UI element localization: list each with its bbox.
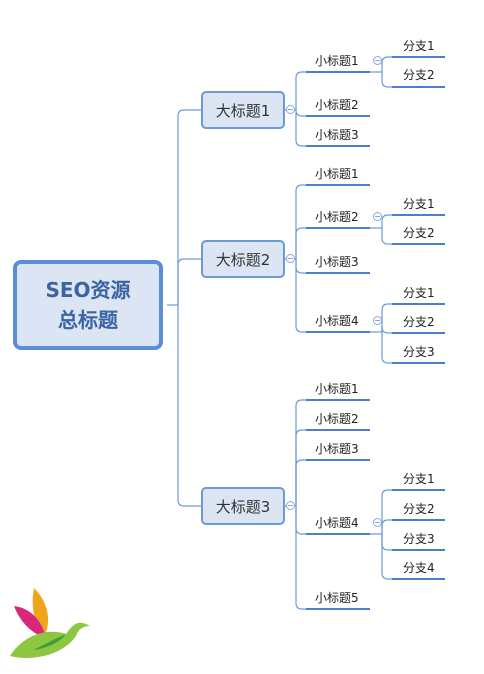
branch-3-4-2[interactable]: 分支2 xyxy=(403,502,435,516)
leaf-connector xyxy=(381,489,392,534)
subtopic-2-3[interactable]: 小标题3 xyxy=(315,255,359,269)
branch-1-1-1[interactable]: 分支1 xyxy=(403,39,435,53)
sub-connector xyxy=(295,459,306,506)
branch-2-4-2[interactable]: 分支2 xyxy=(403,315,435,329)
root-title-line1: SEO资源 xyxy=(45,278,131,302)
subtopic-2-2[interactable]: 小标题2 xyxy=(315,210,359,224)
main-connector xyxy=(177,305,201,507)
subtopic-3-2[interactable]: 小标题2 xyxy=(315,412,359,426)
subtopic-2-4[interactable]: 小标题4 xyxy=(315,314,359,328)
sub-connector xyxy=(295,259,306,333)
leaf-connector xyxy=(381,519,392,534)
subtopic-3-5[interactable]: 小标题5 xyxy=(315,591,359,605)
leaf-connector xyxy=(381,228,392,245)
branch-1-1-2[interactable]: 分支2 xyxy=(403,68,435,82)
collapse-toggle-icon[interactable] xyxy=(373,56,382,65)
sub-connector xyxy=(295,506,306,535)
collapse-toggle-icon[interactable] xyxy=(373,212,382,221)
branch-2-2-2[interactable]: 分支2 xyxy=(403,226,435,240)
sub-connector xyxy=(295,429,306,506)
leaf-connector xyxy=(381,534,392,551)
sub-connector xyxy=(295,506,306,610)
subtopic-1-2[interactable]: 小标题2 xyxy=(315,98,359,112)
subtopic-2-1[interactable]: 小标题1 xyxy=(315,167,359,181)
collapse-toggle-icon[interactable] xyxy=(373,316,382,325)
subtopic-1-1[interactable]: 小标题1 xyxy=(315,54,359,68)
leaf-connector xyxy=(381,72,392,88)
sub-connector xyxy=(295,184,306,259)
root-title-line2: 总标题 xyxy=(58,308,118,332)
sub-connector xyxy=(295,259,306,274)
branch-2-4-3[interactable]: 分支3 xyxy=(403,345,435,359)
sub-connector xyxy=(295,109,306,117)
collapse-toggle-icon[interactable] xyxy=(286,254,295,263)
main-topic-2[interactable]: 大标题2 xyxy=(201,240,285,278)
subtopic-1-3[interactable]: 小标题3 xyxy=(315,128,359,142)
main-topic-1[interactable]: 大标题1 xyxy=(201,91,285,129)
main-connector xyxy=(177,258,201,305)
leaf-connector xyxy=(381,56,392,72)
branch-3-4-1[interactable]: 分支1 xyxy=(403,472,435,486)
root-node[interactable]: SEO资源 总标题 xyxy=(13,260,163,350)
sub-connector xyxy=(295,227,306,259)
branch-3-4-4[interactable]: 分支4 xyxy=(403,561,435,575)
subtopic-3-1[interactable]: 小标题1 xyxy=(315,382,359,396)
main-topic-3[interactable]: 大标题3 xyxy=(201,487,285,525)
sub-connector xyxy=(295,110,306,147)
subtopic-3-3[interactable]: 小标题3 xyxy=(315,442,359,456)
branch-2-2-1[interactable]: 分支1 xyxy=(403,197,435,211)
collapse-toggle-icon[interactable] xyxy=(286,105,295,114)
main-topic-2-label: 大标题2 xyxy=(215,250,271,269)
leaf-connector xyxy=(381,303,392,332)
sub-connector xyxy=(295,71,306,110)
branch-2-4-1[interactable]: 分支1 xyxy=(403,286,435,300)
leaf-connector xyxy=(381,534,392,580)
leaf-connector xyxy=(381,332,392,364)
collapse-toggle-icon[interactable] xyxy=(286,501,295,510)
bird-logo-icon xyxy=(10,588,90,658)
main-connector xyxy=(177,109,201,305)
main-topic-1-label: 大标题1 xyxy=(215,101,271,120)
branch-3-4-3[interactable]: 分支3 xyxy=(403,532,435,546)
sub-connector xyxy=(295,399,306,506)
collapse-toggle-icon[interactable] xyxy=(373,518,382,527)
main-topic-3-label: 大标题3 xyxy=(215,497,271,516)
subtopic-3-4[interactable]: 小标题4 xyxy=(315,516,359,530)
leaf-connector xyxy=(381,214,392,228)
leaf-connector xyxy=(381,326,392,334)
